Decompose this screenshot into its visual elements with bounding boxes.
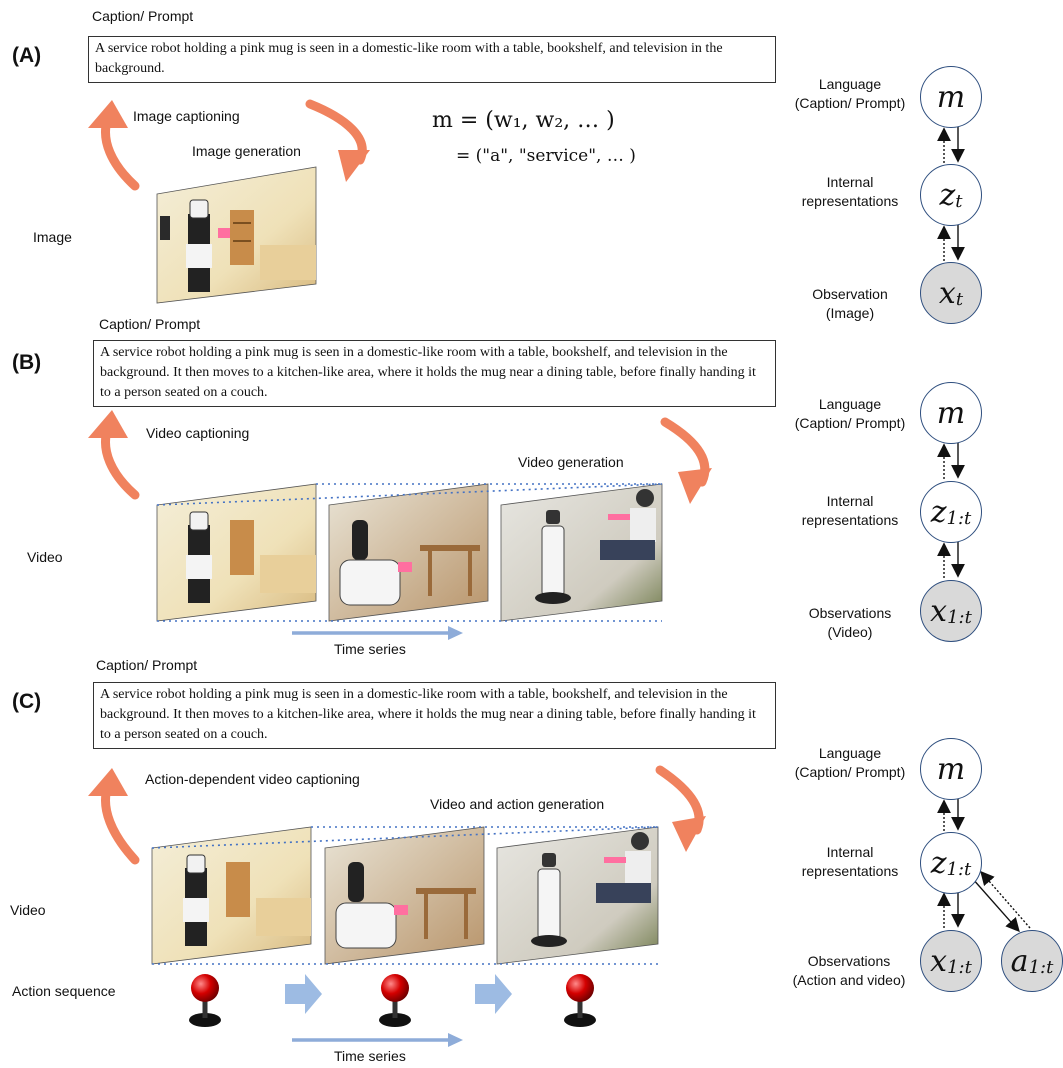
action-step-arrow (285, 974, 322, 1014)
joystick-icon (189, 974, 221, 1027)
panel-a-graph-edges (937, 127, 965, 261)
panel-c-generation-label: Video and action generation (430, 796, 605, 812)
panel-c-generation-arrow (655, 765, 706, 852)
panel-c-internal-label: Internal representations (801, 844, 899, 879)
panel-a-generation-label: Image generation (192, 143, 301, 159)
panel-b-dotted-guides (156, 483, 663, 622)
panel-c-time-label: Time series (334, 1048, 406, 1064)
panel-b-generation-label: Video generation (518, 454, 624, 470)
panel-b-time-arrow (292, 626, 463, 640)
panel-a-captioning-label: Image captioning (133, 108, 240, 124)
panel-a-left-label: Image (33, 229, 72, 245)
panel-a-formula-line1: m = (w₁, w₂, … ) (432, 108, 615, 133)
panel-b-graph-edges (937, 443, 965, 578)
panel-c-node-m: m (920, 738, 982, 800)
panel-a-caption-box: A service robot holding a pink mug is se… (88, 36, 776, 83)
panel-a-internal-label: Internal representations (801, 174, 899, 209)
panel-a-observation-label: Observation (Image) (812, 286, 888, 321)
panel-b-captioning-label: Video captioning (146, 425, 250, 441)
panel-b-language-label: Language (Caption/ Prompt) (794, 396, 906, 431)
panel-c-caption-box: A service robot holding a pink mug is se… (93, 682, 776, 749)
panel-b-generation-arrow (660, 417, 712, 504)
panel-b-internal-label: Internal representations (801, 493, 899, 528)
joystick-icon (379, 974, 411, 1027)
panel-c-caption-text: A service robot holding a pink mug is se… (100, 687, 756, 742)
panel-b-observation-label: Observations (Video) (808, 605, 892, 640)
panel-a-node-m: m (920, 66, 982, 128)
panel-b-left-label: Video (27, 549, 63, 565)
panel-b-video-frames (156, 483, 663, 622)
panel-b-captioning-arrow (88, 410, 140, 500)
panel-c-action-label: Action sequence (12, 983, 116, 999)
panel-a-captioning-arrow (88, 100, 140, 191)
panel-c-video-frames (151, 826, 659, 965)
panel-c-time-arrow (292, 1033, 463, 1047)
panel-c-observation-label: Observations (Action and video) (792, 953, 906, 988)
panel-c-captioning-label: Action-dependent video captioning (145, 771, 360, 787)
panel-a-generation-arrow (305, 99, 370, 182)
panel-c-language-label: Language (Caption/ Prompt) (794, 745, 906, 780)
panel-c-left-label: Video (10, 902, 46, 918)
panel-c-dotted-guides (151, 826, 659, 965)
panel-c-letter: (C) (12, 690, 42, 713)
panel-b-caption-title: Caption/ Prompt (99, 316, 201, 332)
panel-b-caption-box: A service robot holding a pink mug is se… (93, 340, 776, 407)
panel-a-caption-title: Caption/ Prompt (92, 8, 194, 24)
panel-c-caption-title: Caption/ Prompt (96, 657, 198, 673)
panel-a-caption-text: A service robot holding a pink mug is se… (95, 41, 723, 76)
action-step-arrow (475, 974, 512, 1014)
panel-a-image (156, 166, 317, 304)
panel-c-graph-edges (937, 799, 1031, 933)
panel-b-time-label: Time series (334, 641, 406, 657)
panel-a-formula-line2: = ("a", "service", … ) (456, 146, 636, 166)
panel-b-caption-text: A service robot holding a pink mug is se… (100, 345, 756, 400)
panel-b-letter: (B) (12, 351, 42, 374)
panel-c-captioning-arrow (88, 768, 140, 865)
panel-a-language-label: Language (Caption/ Prompt) (794, 76, 906, 111)
panel-b-node-m: m (920, 382, 982, 444)
panel-a-letter: (A) (12, 44, 42, 67)
joystick-icon (564, 974, 596, 1027)
